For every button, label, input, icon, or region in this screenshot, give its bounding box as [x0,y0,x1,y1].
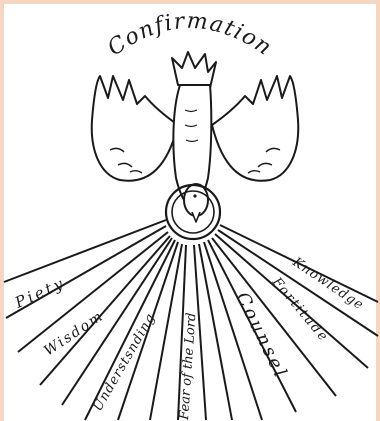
diagram-canvas: Confirmation [0,0,380,421]
confirmation-diagram: Confirmation [0,0,380,421]
